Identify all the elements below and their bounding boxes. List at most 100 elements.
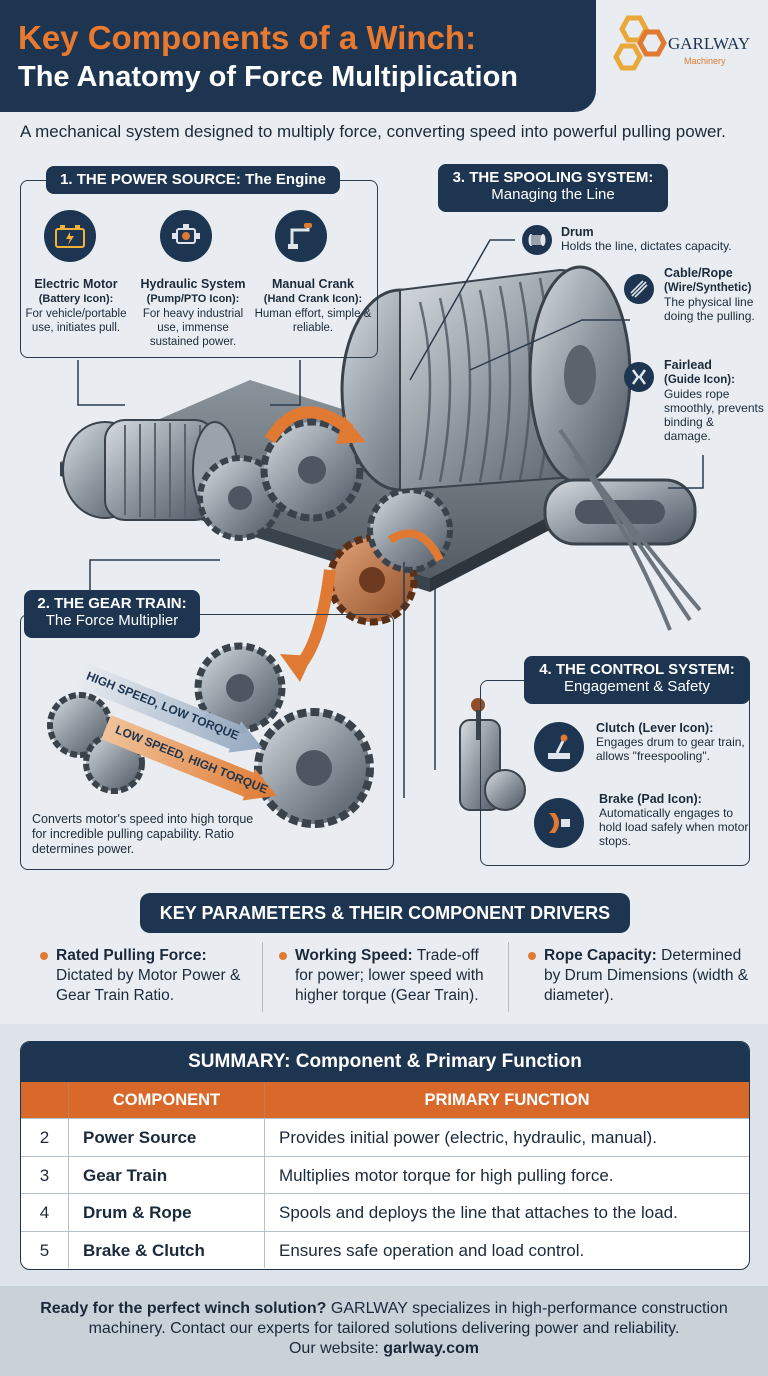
title-line-1: Key Components of a Winch:	[18, 19, 477, 56]
header-banner: Key Components of a Winch: The Anatomy o…	[0, 0, 596, 112]
manual-crank-sub: (Hand Crank Icon):	[263, 293, 363, 305]
param-label: Rope Capacity:	[544, 947, 657, 964]
footer-lead: Ready for the perfect winch solution?	[40, 1300, 327, 1317]
manual-crank-desc: Human effort, simple & reliable.	[254, 308, 372, 334]
parameters-heading: KEY PARAMETERS & THEIR COMPONENT DRIVERS	[140, 893, 630, 933]
garlway-logo: GARLWAY Machinery	[612, 14, 754, 76]
row-num: 2	[21, 1119, 69, 1156]
drum-icon	[522, 225, 552, 255]
clutch-title: Clutch (Lever Icon):	[596, 721, 714, 735]
high-speed-arrow-shape	[72, 661, 263, 753]
footer: Ready for the perfect winch solution? GA…	[0, 1286, 768, 1376]
hand-crank-glyph	[288, 223, 312, 249]
hydraulic-sub: (Pump/PTO Icon):	[146, 293, 240, 305]
table-row: 5 Brake & Clutch Ensures safe operation …	[21, 1230, 749, 1268]
brake-pad-glyph	[549, 813, 570, 833]
lever-glyph	[548, 734, 570, 759]
electric-motor-desc: For vehicle/portable use, initiates pull…	[25, 308, 127, 334]
footer-text: GARLWAY specializes in high-performance …	[88, 1300, 728, 1337]
header-component: COMPONENT	[69, 1082, 265, 1118]
subtitle: A mechanical system designed to multiply…	[20, 122, 726, 141]
divider	[508, 942, 509, 1012]
brake-desc: Automatically engages to hold load safel…	[599, 806, 749, 848]
row-num: 4	[21, 1194, 69, 1231]
manual-crank-title: Manual Crank	[272, 277, 354, 291]
low-speed-arrow-shape	[101, 714, 277, 801]
hexagon-logo-icon	[613, 15, 667, 71]
row-num: 3	[21, 1156, 69, 1193]
logo-wordmark: GARLWAY	[668, 34, 751, 53]
gear-train-desc: Converts motor's speed into high torque …	[32, 812, 260, 857]
cable-title: Cable/Rope	[664, 266, 733, 280]
cable-note: Cable/Rope (Wire/Synthetic) The physical…	[664, 266, 762, 323]
row-num: 5	[21, 1231, 69, 1268]
row-function: Spools and deploys the line that attache…	[279, 1203, 678, 1222]
clutch-desc: Engages drum to gear train, allows "free…	[596, 735, 745, 763]
drum-desc: Holds the line, dictates capacity.	[561, 239, 732, 253]
param-text: Trade-off for power; lower speed with hi…	[295, 947, 484, 1004]
row-component: Gear Train	[69, 1156, 265, 1193]
row-function: Provides initial power (electric, hydrau…	[279, 1128, 657, 1147]
row-component: Drum & Rope	[69, 1194, 265, 1231]
table-row: 4 Drum & Rope Spools and deploys the lin…	[21, 1193, 749, 1231]
manual-crank-note: Manual Crank (Hand Crank Icon): Human ef…	[254, 277, 372, 335]
table-header: COMPONENT PRIMARY FUNCTION	[21, 1082, 749, 1118]
winch-illustration	[47, 239, 704, 828]
pump-icon	[160, 210, 212, 262]
spooling-heading-line1: 3. THE SPOOLING SYSTEM:	[452, 169, 654, 186]
website-link[interactable]: garlway.com	[383, 1340, 479, 1357]
row-function: Ensures safe operation and load control.	[279, 1240, 585, 1260]
param-label: Rated Pulling Force:	[56, 947, 207, 964]
param-text: Determined by Drum Dimensions (width & d…	[544, 947, 749, 1004]
hydraulic-system-note: Hydraulic System (Pump/PTO Icon): For he…	[136, 277, 250, 349]
summary-title: SUMMARY: Component & Primary Function	[21, 1042, 749, 1082]
electric-motor-note: Electric Motor (Battery Icon): For vehic…	[22, 277, 130, 335]
bullet-dot	[40, 952, 48, 960]
fairlead-note: Fairlead (Guide Icon): Guides rope smoot…	[664, 358, 764, 443]
header-function: PRIMARY FUNCTION	[424, 1091, 590, 1109]
drum-note: Drum Holds the line, dictates capacity.	[561, 225, 751, 253]
brake-note: Brake (Pad Icon): Automatically engages …	[599, 792, 749, 848]
hand-crank-icon	[275, 210, 327, 262]
low-speed-arrow: LOW SPEED, HIGH TORQUE	[100, 711, 283, 811]
cable-sub: (Wire/Synthetic)	[664, 282, 752, 294]
param-label: Working Speed:	[295, 947, 413, 964]
power-source-heading-text: 1. THE POWER SOURCE: The Engine	[60, 171, 326, 188]
table-row: 2 Power Source Provides initial power (e…	[21, 1118, 749, 1156]
param-rated-pulling-force: Rated Pulling Force: Dictated by Motor P…	[40, 946, 256, 1006]
battery-icon	[44, 210, 96, 262]
control-heading: 4. THE CONTROL SYSTEM: Engagement & Safe…	[524, 656, 750, 704]
hydraulic-title: Hydraulic System	[140, 277, 246, 291]
summary-table: SUMMARY: Component & Primary Function CO…	[20, 1041, 750, 1270]
cable-glyph	[630, 280, 648, 298]
cable-desc: The physical line doing the pulling.	[664, 295, 755, 323]
brake-pad-icon	[534, 798, 584, 848]
param-rope-capacity: Rope Capacity: Determined by Drum Dimens…	[528, 946, 750, 1006]
bullet-dot	[279, 952, 287, 960]
brake-title: Brake (Pad Icon):	[599, 792, 702, 806]
fairlead-desc: Guides rope smoothly, prevents binding &…	[664, 387, 764, 443]
drum-glyph	[528, 234, 546, 246]
clutch-note: Clutch (Lever Icon): Engages drum to gea…	[596, 721, 746, 763]
spooling-heading-line2: Managing the Line	[491, 186, 615, 203]
pump-glyph	[172, 224, 200, 244]
bullet-dot	[528, 952, 536, 960]
param-working-speed: Working Speed: Trade-off for power; lowe…	[279, 946, 500, 1006]
high-speed-arrow: HIGH SPEED, LOW TORQUE	[69, 657, 269, 769]
gear-train-box	[20, 614, 394, 870]
fairlead-sub: (Guide Icon):	[664, 374, 735, 386]
title-line-2: The Anatomy of Force Multiplication	[18, 61, 518, 93]
spooling-heading: 3. THE SPOOLING SYSTEM: Managing the Lin…	[438, 164, 668, 212]
divider	[262, 942, 263, 1012]
fairlead-title: Fairlead	[664, 358, 712, 372]
table-row: 3 Gear Train Multiplies motor torque for…	[21, 1155, 749, 1193]
fairlead-glyph	[631, 369, 647, 385]
lever-icon	[534, 722, 584, 772]
power-source-heading: 1. THE POWER SOURCE: The Engine	[46, 166, 340, 194]
logo-subtext: Machinery	[684, 56, 726, 66]
row-function: Multiplies motor torque for high pulling…	[279, 1165, 614, 1185]
control-heading-line2: Engagement & Safety	[564, 678, 710, 695]
electric-motor-title: Electric Motor	[34, 277, 118, 291]
gear-train-heading-line1: 2. THE GEAR TRAIN:	[37, 595, 187, 612]
hydraulic-desc: For heavy industrial use, immense sustai…	[142, 308, 244, 348]
